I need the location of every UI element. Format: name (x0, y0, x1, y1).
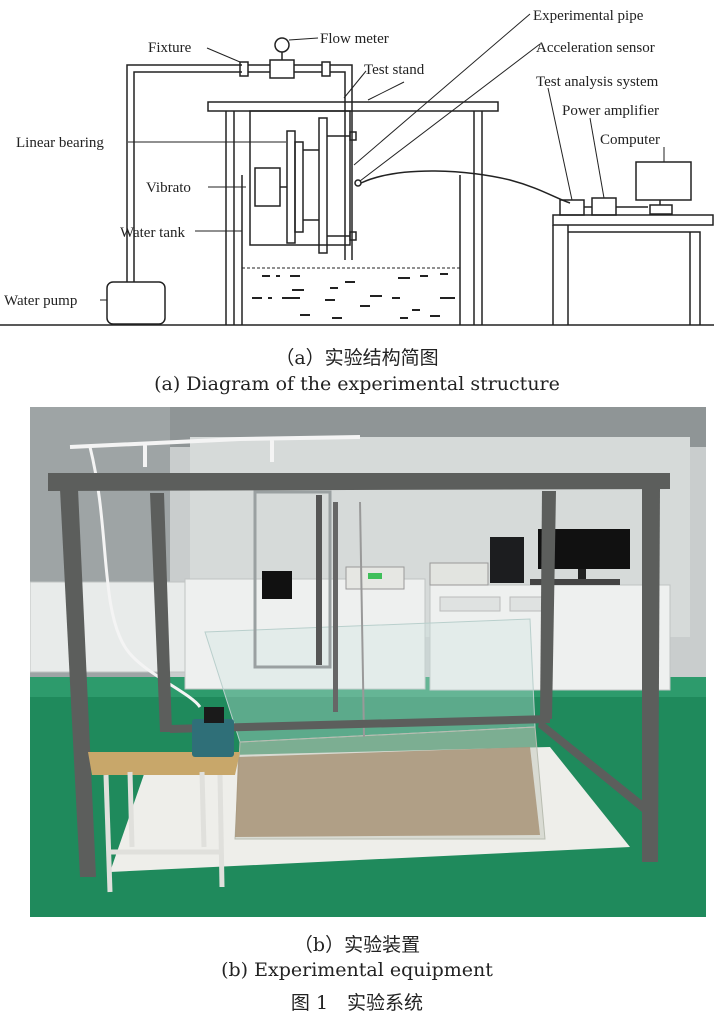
inlet-pipe (126, 64, 242, 282)
schematic-diagram: Fixture Flow meter Experimental pipe Acc… (0, 8, 714, 326)
fixture-right (321, 61, 331, 77)
pc-tower (490, 537, 524, 583)
experimental-pipe (344, 100, 353, 260)
label-fixture: Fixture (148, 40, 192, 56)
computer-monitor (635, 161, 692, 201)
label-experimental-pipe: Experimental pipe (533, 8, 644, 24)
stool-top (88, 752, 240, 775)
vibrator (262, 571, 292, 599)
test-stand-top (207, 101, 499, 112)
flow-meter-dial (274, 37, 290, 53)
vibrator-motor (254, 167, 281, 207)
label-test-analysis-system: Test analysis system (536, 74, 659, 90)
figure-caption: 图 1 实验系统 (290, 992, 424, 1014)
label-water-pump: Water pump (4, 293, 77, 309)
label-computer: Computer (600, 132, 660, 148)
equipment-photo (30, 407, 706, 917)
white-pipe (69, 435, 361, 467)
tank-sediment (235, 747, 540, 837)
label-water-tank: Water tank (120, 225, 186, 241)
desk-center (184, 578, 426, 690)
desk-left (30, 581, 201, 673)
water-tank (241, 175, 461, 325)
frame-leg-back-right (540, 491, 556, 719)
linear-bearing-top (349, 131, 357, 141)
test-stand-legs (225, 111, 483, 325)
label-vibrato: Vibrato (146, 180, 191, 196)
label-power-amplifier: Power amplifier (562, 103, 659, 119)
linear-bearing-bottom (349, 231, 357, 241)
fixture-left (239, 61, 249, 77)
frame-leg-back-left (150, 493, 172, 732)
label-test-stand: Test stand (364, 62, 425, 78)
caption-b-zh: （b）实验装置 (293, 934, 421, 956)
pump-unit (192, 719, 234, 757)
frame-top (48, 473, 670, 491)
sensor-cable (360, 170, 571, 204)
caption-a-zh: （a）实验结构简图 (275, 347, 439, 369)
equipment-table-top (552, 214, 714, 226)
frame-leg-front-right (642, 489, 660, 862)
equipment-table-body (552, 225, 701, 325)
flow-meter-body (269, 59, 295, 79)
frame-leg-front-left (60, 489, 96, 877)
vibrator-frame (253, 490, 332, 669)
test-analysis-box (559, 199, 585, 216)
label-flow-meter: Flow meter (320, 31, 389, 47)
water-pump-box (106, 281, 166, 325)
caption-a-en: (a) Diagram of the experimental structur… (154, 373, 560, 395)
label-acceleration-sensor: Acceleration sensor (536, 40, 655, 56)
caption-b-en: (b) Experimental equipment (221, 959, 493, 981)
power-amplifier-box (591, 197, 617, 216)
label-linear-bearing: Linear bearing (16, 135, 104, 151)
test-analysis-device (429, 562, 489, 586)
top-pipe (248, 64, 353, 100)
vibrator-frame (249, 110, 351, 246)
